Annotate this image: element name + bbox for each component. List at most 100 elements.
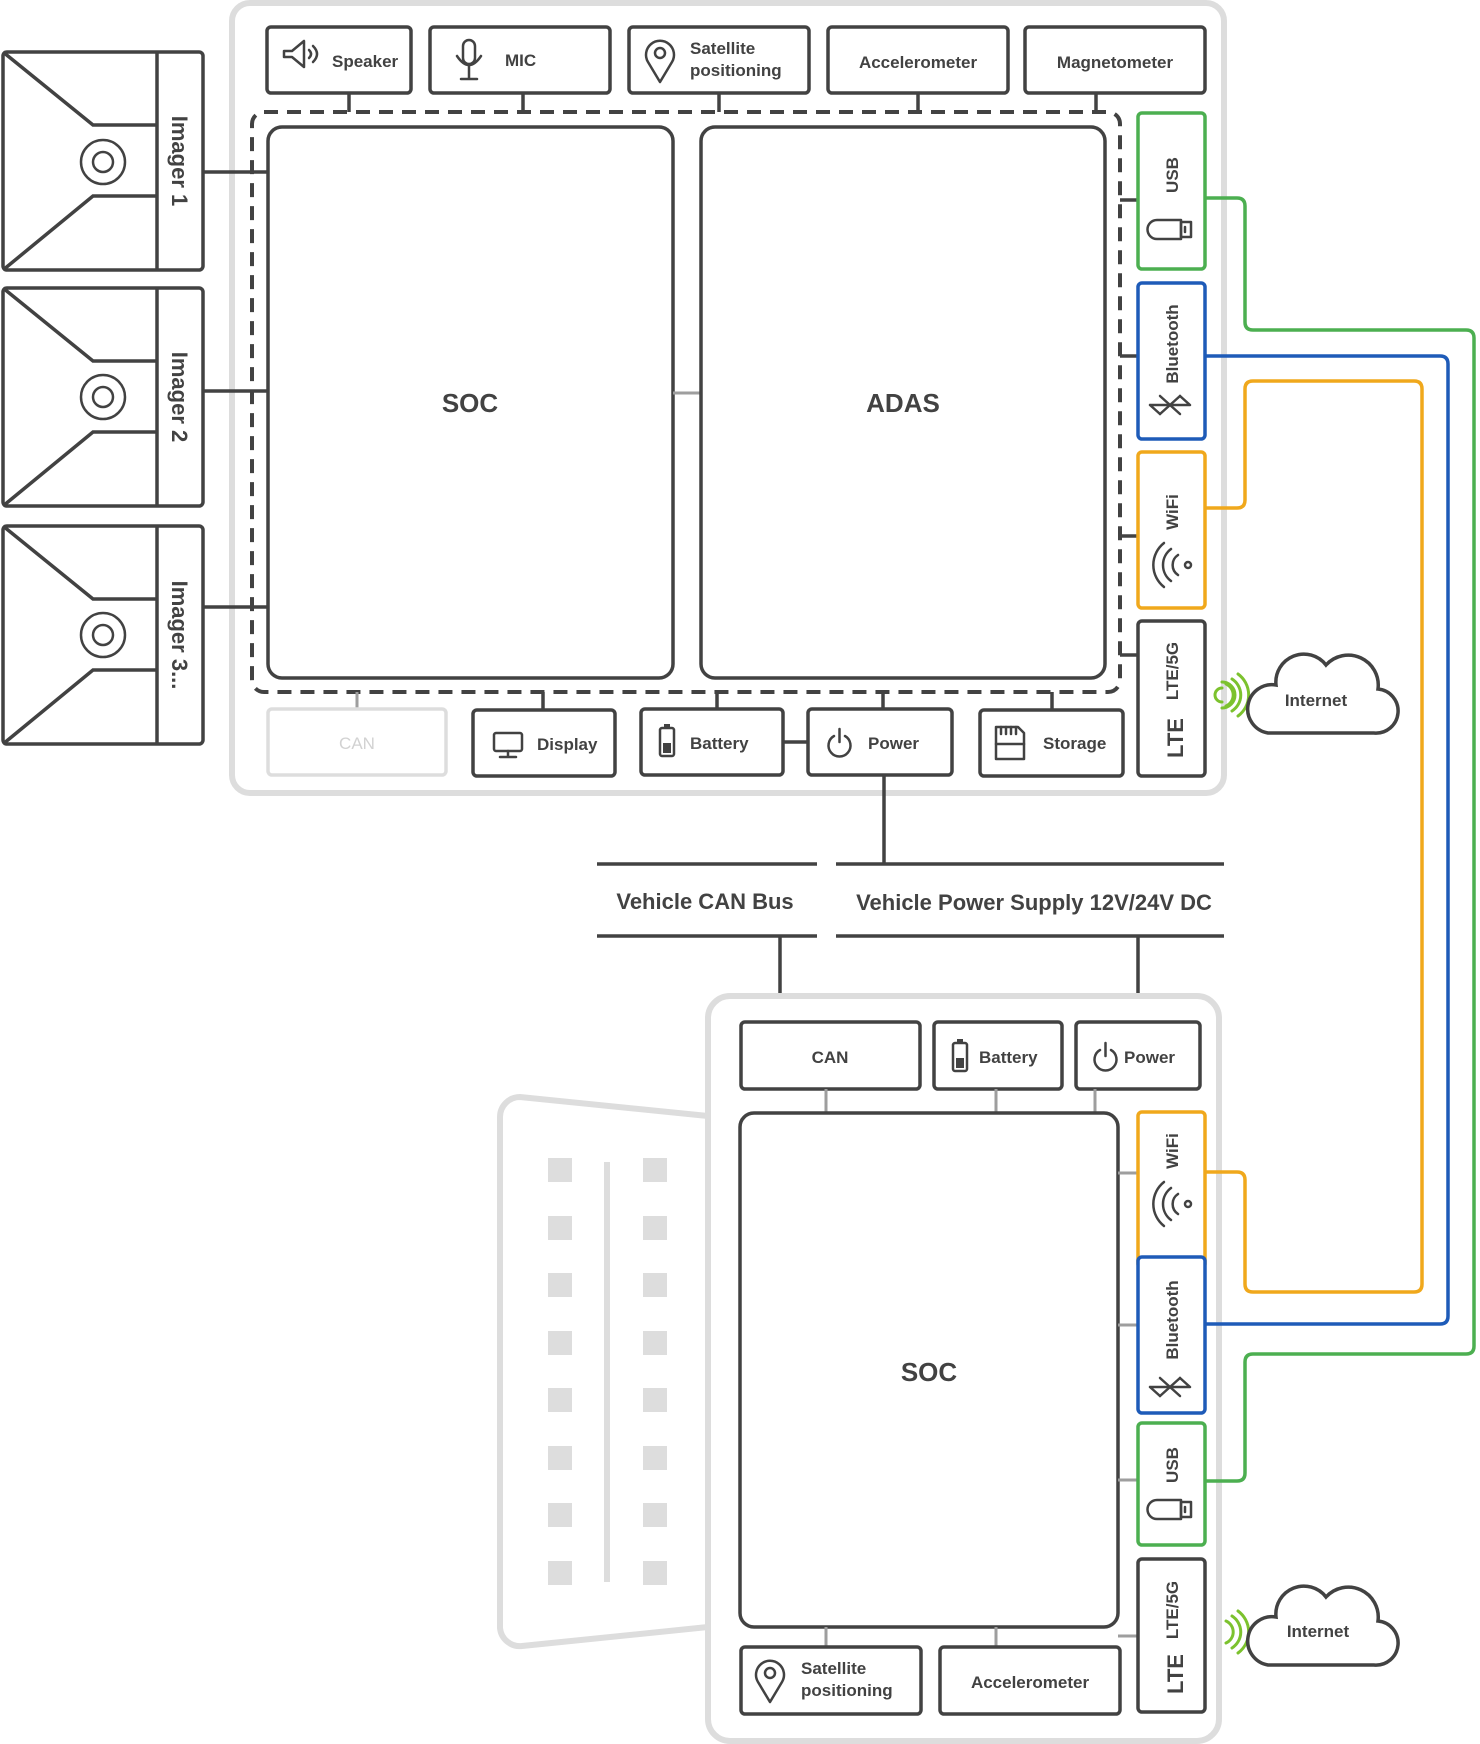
power-module: Power bbox=[806, 707, 954, 777]
satellite-label-line2: positioning bbox=[690, 61, 782, 80]
speaker-module: Speaker bbox=[265, 25, 413, 95]
usb-stick-icon bbox=[1146, 1498, 1193, 1521]
bottom-satellite-module: Satellite positioning bbox=[739, 1645, 923, 1716]
bottom-accelerometer-label: Accelerometer bbox=[971, 1673, 1090, 1692]
mic-label: MIC bbox=[505, 51, 536, 70]
vehicle-can-bus: Vehicle CAN Bus bbox=[597, 862, 817, 938]
imager-connectors bbox=[203, 170, 268, 609]
processing-boundary bbox=[250, 110, 1122, 694]
display-module: Display bbox=[471, 708, 617, 778]
lte-icon: LTE bbox=[1163, 1654, 1188, 1694]
svg-text:LTE: LTE bbox=[1163, 718, 1188, 758]
lte-signal-icon bbox=[1224, 1609, 1251, 1655]
speaker-icon bbox=[282, 39, 319, 69]
bottom-accelerometer-module: Accelerometer bbox=[938, 1645, 1122, 1716]
imager-2: Imager 2 bbox=[1, 286, 205, 508]
bluetooth-icon bbox=[1148, 394, 1192, 416]
bottom-power-label: Power bbox=[1124, 1048, 1175, 1067]
mic-module: MIC bbox=[428, 25, 612, 95]
bottom-battery-module: Battery bbox=[932, 1020, 1064, 1091]
bottom-wifi-label: WiFi bbox=[1163, 1133, 1182, 1169]
bottom-can-module: CAN bbox=[739, 1020, 922, 1091]
imager-3-label: Imager 3... bbox=[167, 581, 192, 690]
monitor-icon bbox=[492, 731, 524, 759]
bottom-soc-block: SOC bbox=[738, 1111, 1120, 1629]
bottom-top-connectors bbox=[824, 1089, 1097, 1113]
power-icon bbox=[1093, 1041, 1118, 1072]
usb-label: USB bbox=[1163, 157, 1182, 193]
imager-3: Imager 3... bbox=[1, 524, 205, 746]
bottom-power-module: Power bbox=[1074, 1020, 1202, 1091]
lte-signal-icon bbox=[1213, 672, 1251, 718]
wifi-icon bbox=[1152, 541, 1193, 589]
wifi-module: WiFi bbox=[1136, 450, 1207, 610]
bottom-satellite-label-line2: positioning bbox=[801, 1681, 893, 1700]
bottom-radio-connectors bbox=[1118, 1171, 1138, 1638]
soc-block: SOC bbox=[266, 125, 675, 680]
bottom-usb-module: USB bbox=[1136, 1421, 1207, 1547]
bottom-soc-label: SOC bbox=[901, 1357, 958, 1387]
bottom-satellite-label-line1: Satellite bbox=[801, 1659, 866, 1678]
obd-connector bbox=[497, 1093, 709, 1650]
usb-stick-icon bbox=[1146, 218, 1193, 241]
camera-lens-icon bbox=[79, 373, 127, 421]
wifi-label: WiFi bbox=[1163, 494, 1182, 530]
internet-cloud-bottom: Internet bbox=[1246, 1584, 1400, 1667]
top-peripheral-connectors bbox=[347, 93, 1098, 112]
location-pin-icon bbox=[644, 39, 676, 84]
battery-module: Battery bbox=[639, 707, 785, 777]
obd-pins bbox=[548, 1158, 667, 1585]
usb-module: USB bbox=[1136, 111, 1207, 271]
internet-cloud-top: Internet bbox=[1246, 652, 1400, 735]
accelerometer-label: Accelerometer bbox=[859, 53, 978, 72]
wireless-links bbox=[1205, 196, 1476, 1483]
power-icon bbox=[827, 727, 852, 758]
vehicle-can-bus-label: Vehicle CAN Bus bbox=[616, 889, 793, 914]
adas-block: ADAS bbox=[699, 125, 1107, 680]
bottom-wifi-module: WiFi bbox=[1136, 1110, 1207, 1270]
bluetooth-link bbox=[1205, 354, 1450, 1326]
battery-icon bbox=[951, 1039, 969, 1073]
display-label: Display bbox=[537, 735, 598, 754]
storage-label: Storage bbox=[1043, 734, 1106, 753]
bottom-bluetooth-module: Bluetooth bbox=[1136, 1255, 1207, 1415]
soc-label: SOC bbox=[442, 388, 499, 418]
imager-2-label: Imager 2 bbox=[167, 352, 192, 443]
camera-lens-icon bbox=[79, 611, 127, 659]
adas-label: ADAS bbox=[866, 388, 940, 418]
bottom-can-label: CAN bbox=[812, 1048, 849, 1067]
mic-icon bbox=[455, 38, 483, 81]
bottom-lte-module: LTE/5G LTE bbox=[1136, 1557, 1207, 1714]
top-bottom-connectors bbox=[355, 692, 1054, 744]
bottom-lower-connectors bbox=[824, 1627, 998, 1647]
bluetooth-module: Bluetooth bbox=[1136, 281, 1207, 441]
camera-lens-icon bbox=[79, 138, 127, 186]
speaker-label: Speaker bbox=[332, 52, 399, 71]
satellite-positioning-module: Satellite positioning bbox=[627, 25, 811, 95]
power-label: Power bbox=[868, 734, 919, 753]
wifi-link bbox=[1205, 379, 1424, 1294]
battery-icon bbox=[658, 724, 676, 758]
accelerometer-module: Accelerometer bbox=[826, 25, 1010, 95]
bottom-lte-label: LTE/5G bbox=[1163, 1581, 1182, 1639]
magnetometer-module: Magnetometer bbox=[1023, 25, 1207, 95]
lte-module: LTE/5G LTE bbox=[1136, 619, 1207, 778]
bottom-usb-label: USB bbox=[1163, 1447, 1182, 1483]
imager-1-label: Imager 1 bbox=[167, 116, 192, 207]
satellite-label-line1: Satellite bbox=[690, 39, 755, 58]
bluetooth-icon bbox=[1148, 1376, 1192, 1398]
can-module-disabled: CAN bbox=[266, 707, 448, 777]
sd-card-icon bbox=[994, 725, 1026, 761]
storage-module: Storage bbox=[978, 708, 1125, 778]
location-pin-icon bbox=[754, 1659, 786, 1704]
bottom-bluetooth-label: Bluetooth bbox=[1163, 1280, 1182, 1359]
battery-label: Battery bbox=[690, 734, 749, 753]
internet-label-top: Internet bbox=[1285, 691, 1348, 710]
vehicle-power-supply: Vehicle Power Supply 12V/24V DC bbox=[836, 862, 1224, 938]
wifi-icon bbox=[1152, 1180, 1193, 1228]
vehicle-power-supply-label: Vehicle Power Supply 12V/24V DC bbox=[856, 890, 1212, 915]
lte-label: LTE/5G bbox=[1163, 642, 1182, 700]
usb-link bbox=[1205, 196, 1476, 1483]
lte-icon: LTE bbox=[1163, 718, 1188, 758]
